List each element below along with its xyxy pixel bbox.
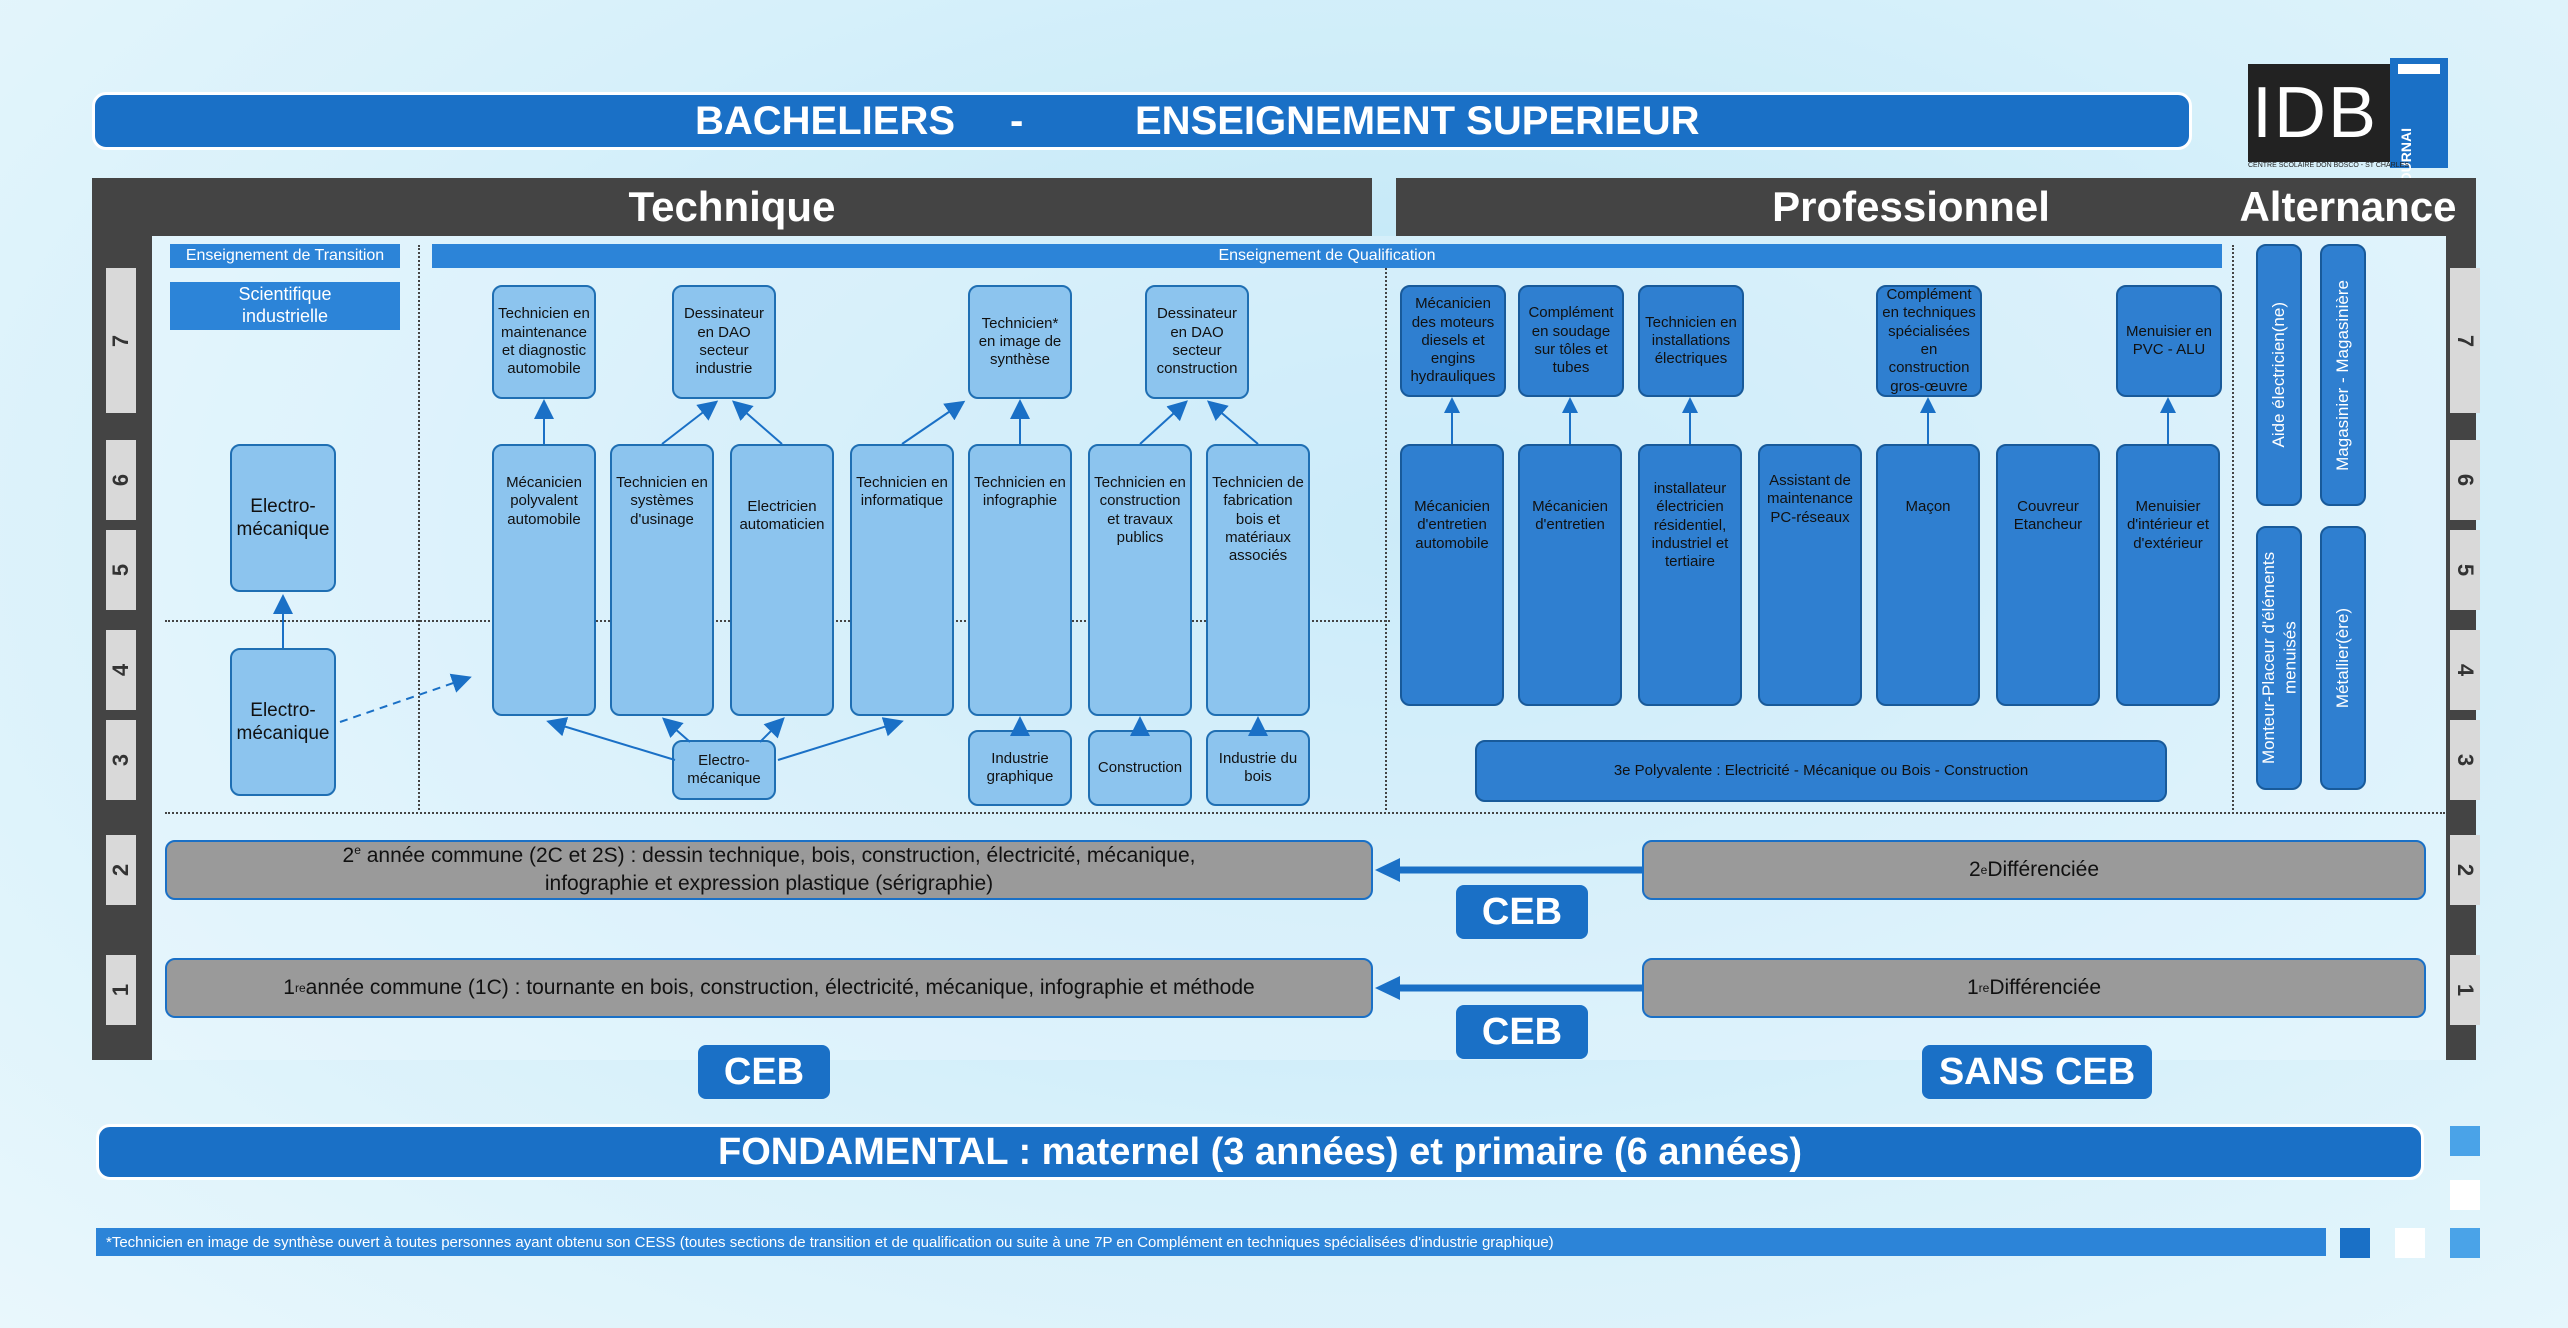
box-p7-meca-diesel: Mécanicien des moteurs diesels et engins… bbox=[1400, 285, 1506, 397]
year-2-right: 2 bbox=[2450, 835, 2480, 905]
sans-ceb-right: SANS CEB bbox=[1922, 1045, 2152, 1099]
box-indus-bois: Industrie du bois bbox=[1206, 730, 1310, 806]
divider-tech-prof bbox=[1385, 245, 1387, 810]
box-p7-soudage: Complément en soudage sur tôles et tubes bbox=[1518, 285, 1624, 397]
box-p-installateur: installateur électricien résidentiel, in… bbox=[1638, 444, 1742, 706]
box-a-aide: Aide électricien(ne) bbox=[2256, 244, 2302, 506]
year-7-left: 7 bbox=[106, 268, 136, 413]
box-tech-info: Technicien en informatique bbox=[850, 444, 954, 716]
year-3-left: 3 bbox=[106, 720, 136, 800]
deco-square bbox=[2450, 1126, 2480, 1156]
strip-transition: Enseignement de Transition bbox=[170, 244, 400, 268]
box-year2-commune: 2e année commune (2C et 2S) : dessin tec… bbox=[165, 840, 1373, 900]
year-5-right: 5 bbox=[2450, 530, 2480, 610]
section-alternance: Alternance bbox=[2220, 178, 2476, 236]
box-p-menuisier: Menuisier d'intérieur et d'extérieur bbox=[2116, 444, 2220, 706]
box-tech-construction: Technicien en construction et travaux pu… bbox=[1088, 444, 1192, 716]
box-meca-auto: Mécanicien polyvalent automobile bbox=[492, 444, 596, 716]
box-p-polyvalente: 3e Polyvalente : Electricité - Mécanique… bbox=[1475, 740, 2167, 802]
section-technique: Technique bbox=[92, 178, 1372, 236]
header-left: BACHELIERS bbox=[695, 98, 956, 143]
footnote-text: *Technicien en image de synthèse ouvert … bbox=[106, 1233, 1554, 1251]
box-elec-auto: Electricien automaticien bbox=[730, 444, 834, 716]
deco-square bbox=[2450, 1180, 2480, 1210]
divider-y2-3 bbox=[165, 812, 2445, 814]
fondamental-banner: FONDAMENTAL : maternel (3 années) et pri… bbox=[96, 1124, 2424, 1180]
ceb-mid-2: CEB bbox=[1456, 885, 1588, 939]
box-a-magasinier: Magasinier - Magasinière bbox=[2320, 244, 2366, 506]
box-t7-synthese: Technicien* en image de synthèse bbox=[968, 285, 1072, 399]
box-t7-meca: Technicien en maintenance et diagnostic … bbox=[492, 285, 596, 399]
ceb-mid-1: CEB bbox=[1456, 1005, 1588, 1059]
year-2-left: 2 bbox=[106, 835, 136, 905]
strip-qualification: Enseignement de Qualification bbox=[432, 244, 2222, 268]
box-p-assistant: Assistant de maintenance PC-réseaux bbox=[1758, 444, 1862, 706]
box-electro-low: Electro-mécanique bbox=[230, 648, 336, 796]
divider-transition bbox=[418, 245, 420, 810]
box-p-macon: Maçon bbox=[1876, 444, 1980, 706]
box-electro-small: Electro-mécanique bbox=[672, 740, 776, 800]
year-6-right: 6 bbox=[2450, 440, 2480, 520]
box-indus-graph: Industrie graphique bbox=[968, 730, 1072, 806]
year-4-right: 4 bbox=[2450, 630, 2480, 710]
box-p-meca-entretien: Mécanicien d'entretien bbox=[1518, 444, 1622, 706]
deco-square bbox=[2340, 1228, 2370, 1258]
year2-line-a: 2e année commune (2C et 2S) : dessin tec… bbox=[342, 842, 1196, 867]
year-3-right: 3 bbox=[2450, 720, 2480, 800]
footnote-bar: *Technicien en image de synthèse ouvert … bbox=[96, 1228, 2326, 1256]
year2-line-b: infographie et expression plastique (sér… bbox=[544, 872, 994, 895]
box-a-metallier: Métallier(ère) bbox=[2320, 526, 2366, 790]
ceb-left: CEB bbox=[698, 1045, 830, 1099]
year-1-right: 1 bbox=[2450, 955, 2480, 1025]
year-1-left: 1 bbox=[106, 955, 136, 1025]
scientifique-industrielle: Scientifique industrielle bbox=[170, 282, 400, 330]
box-p-meca-auto: Mécanicien d'entretien automobile bbox=[1400, 444, 1504, 706]
divider-prof-alt bbox=[2232, 245, 2234, 810]
header-banner: BACHELIERS - ENSEIGNEMENT SUPERIEUR bbox=[92, 92, 2192, 150]
header-right: ENSEIGNEMENT SUPERIEUR bbox=[1135, 98, 1700, 143]
box-electro-top: Electro-mécanique bbox=[230, 444, 336, 592]
deco-square bbox=[2395, 1228, 2425, 1258]
box-p-couvreur: Couvreur Etancheur bbox=[1996, 444, 2100, 706]
year-4-left: 4 bbox=[106, 630, 136, 710]
box-t7-dao-construction: Dessinateur en DAO secteur construction bbox=[1145, 285, 1249, 399]
header-sep: - bbox=[1010, 98, 1024, 143]
box-a-monteur: Monteur-Placeur d'éléments menuisés bbox=[2256, 526, 2302, 790]
deco-square bbox=[2450, 1228, 2480, 1258]
box-p7-installations: Technicien en installations électriques bbox=[1638, 285, 1744, 397]
box-construction: Construction bbox=[1088, 730, 1192, 806]
logo-text: IDB bbox=[2252, 73, 2379, 153]
logo-sub: CENTRE SCOLAIRE DON BOSCO - ST CHARLES bbox=[2248, 162, 2409, 169]
logo: IDB TOURNAI CENTRE SCOLAIRE DON BOSCO - … bbox=[2248, 58, 2473, 192]
year-5-left: 5 bbox=[106, 530, 136, 610]
year-7-right: 7 bbox=[2450, 268, 2480, 413]
box-tech-bois: Technicien de fabrication bois et matéri… bbox=[1206, 444, 1310, 716]
box-t7-dao-industrie: Dessinateur en DAO secteur industrie bbox=[672, 285, 776, 399]
box-tech-infographie: Technicien en infographie bbox=[968, 444, 1072, 716]
year-6-left: 6 bbox=[106, 440, 136, 520]
box-p7-complement: Complément en techniques spécialisées en… bbox=[1876, 285, 1982, 397]
box-tech-usinage: Technicien en systèmes d'usinage bbox=[610, 444, 714, 716]
box-p7-menuisier: Menuisier en PVC - ALU bbox=[2116, 285, 2222, 397]
